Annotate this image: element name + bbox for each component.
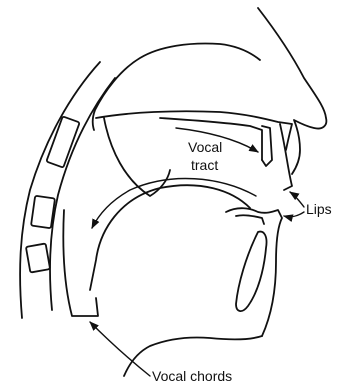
vocal-chords-arrow: [90, 322, 150, 376]
label-vocal-tract-line2: tract: [191, 157, 218, 173]
label-lips: Lips: [306, 201, 332, 217]
label-vocal-chords: Vocal chords: [152, 368, 232, 384]
label-vocal-tract-line1: Vocal: [188, 139, 222, 155]
upper-teeth: [262, 126, 272, 166]
vertebra-2: [31, 196, 55, 228]
spine-inner-curve: [50, 78, 115, 310]
lower-teeth: [236, 215, 264, 224]
lips-arrow-lower: [284, 212, 304, 217]
face-profile-outline: [258, 8, 326, 174]
mandible-bone: [236, 232, 267, 311]
vertebra-1: [46, 116, 79, 167]
lips-arrow-upper: [290, 192, 304, 207]
skull-outline: [93, 44, 260, 130]
soft-palate: [104, 118, 170, 196]
vertebra-3: [26, 243, 50, 272]
